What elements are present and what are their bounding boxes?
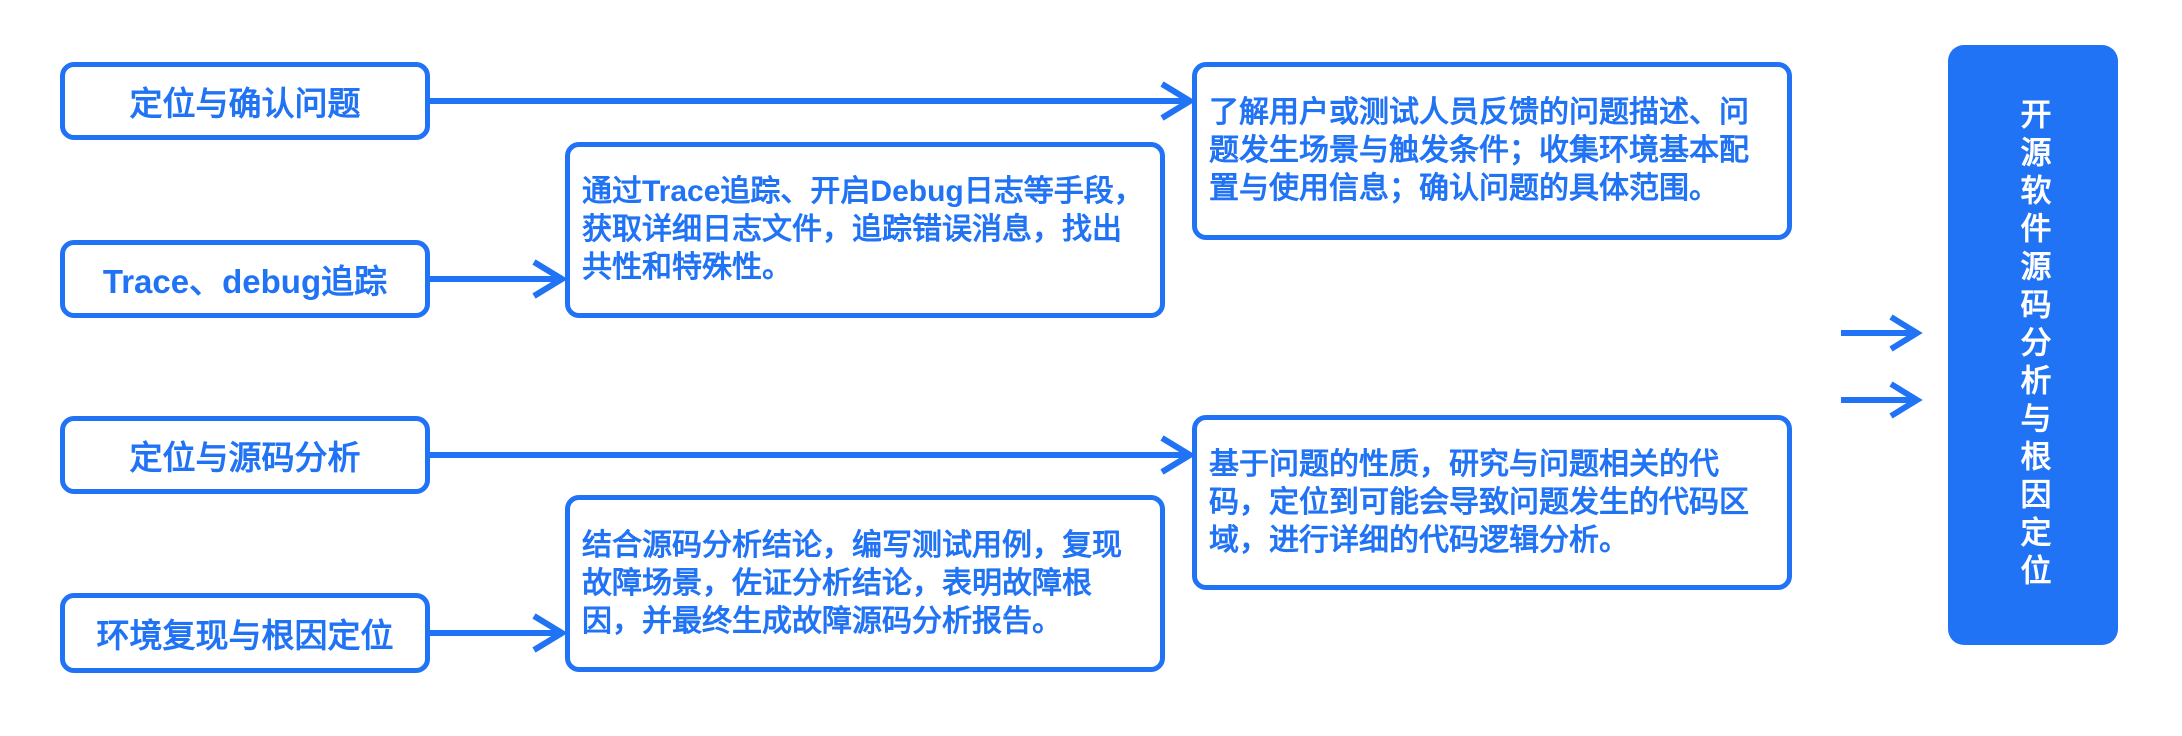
desc-box-trace-debug-tracking: 通过Trace追踪、开启Debug日志等手段，获取详细日志文件，追踪错误消息，找… bbox=[565, 142, 1165, 318]
step-description: 通过Trace追踪、开启Debug日志等手段，获取详细日志文件，追踪错误消息，找… bbox=[582, 175, 1144, 284]
arrow-to-result-lower bbox=[1841, 381, 1923, 419]
step-box-trace-debug-tracking: Trace、debug追踪 bbox=[60, 240, 430, 318]
desc-box-locate-and-source-analysis: 基于问题的性质，研究与问题相关的代码，定位到可能会导致问题发生的代码区域，进行详… bbox=[1192, 415, 1792, 590]
step-label: Trace、debug追踪 bbox=[102, 263, 388, 300]
arrow-step4-to-desc4 bbox=[430, 613, 568, 653]
step-box-env-reproduce-root-cause: 环境复现与根因定位 bbox=[60, 593, 430, 673]
step-description: 了解用户或测试人员反馈的问题描述、问题发生场景与触发条件；收集环境基本配置与使用… bbox=[1209, 96, 1749, 205]
result-box-opensource-analysis-root-cause: 开源软件源码分析与根因定位 bbox=[1948, 45, 2118, 645]
result-label: 开源软件源码分析与根因定位 bbox=[2015, 98, 2051, 592]
step-description: 结合源码分析结论，编写测试用例，复现故障场景，佐证分析结论，表明故障根因，并最终… bbox=[582, 528, 1122, 638]
step-label: 定位与确认问题 bbox=[129, 85, 361, 122]
step-box-locate-and-source-analysis: 定位与源码分析 bbox=[60, 416, 430, 494]
step-description: 基于问题的性质，研究与问题相关的代码，定位到可能会导致问题发生的代码区域，进行详… bbox=[1209, 447, 1749, 557]
step-box-locate-and-confirm-issue: 定位与确认问题 bbox=[60, 62, 430, 140]
arrow-step3-to-desc3 bbox=[430, 435, 1196, 475]
step-label: 定位与源码分析 bbox=[129, 439, 361, 476]
step-label: 环境复现与根因定位 bbox=[96, 617, 394, 654]
desc-box-env-reproduce-root-cause: 结合源码分析结论，编写测试用例，复现故障场景，佐证分析结论，表明故障根因，并最终… bbox=[565, 495, 1165, 672]
arrow-to-result-upper bbox=[1841, 314, 1923, 352]
arrow-step2-to-desc2 bbox=[430, 259, 568, 299]
desc-box-locate-and-confirm-issue: 了解用户或测试人员反馈的问题描述、问题发生场景与触发条件；收集环境基本配置与使用… bbox=[1192, 62, 1792, 240]
arrow-step1-to-desc1 bbox=[430, 81, 1196, 121]
